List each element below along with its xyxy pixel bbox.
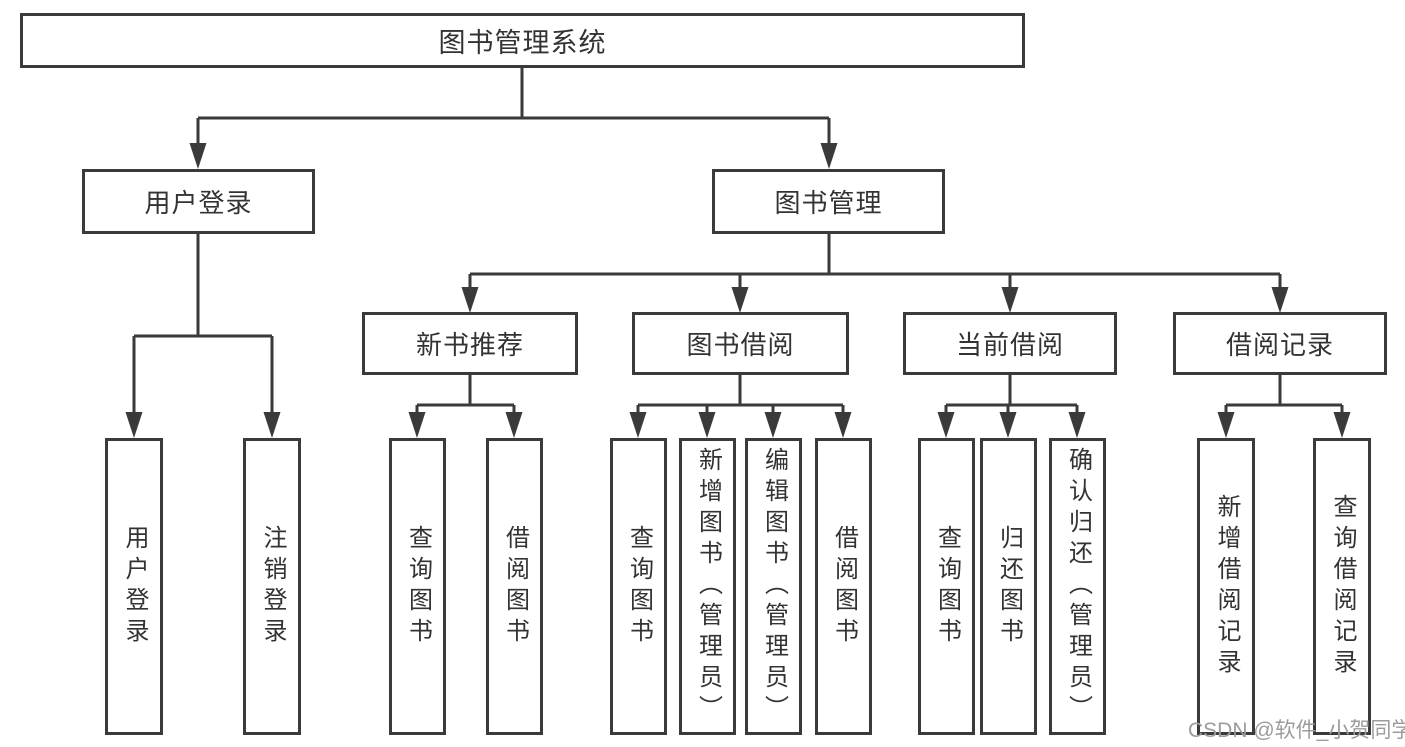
node-current-borrowing: 当前借阅: [903, 312, 1117, 375]
node-borrow-books: 借阅图书: [815, 438, 872, 735]
leaf-label: 注销登录: [259, 524, 286, 649]
leaf-label: 确认归还（管理员）: [1064, 447, 1092, 726]
leaf-label: 查询借阅记录: [1329, 493, 1356, 680]
leaf-label: 新增图书（管理员）: [694, 447, 722, 726]
node-query-books-recommend: 查询图书: [389, 438, 446, 735]
node-book-borrowing: 图书借阅: [632, 312, 849, 375]
node-query-books-current: 查询图书: [918, 438, 975, 735]
leaf-label: 新增借阅记录: [1213, 493, 1240, 680]
leaf-label: 查询图书: [933, 524, 961, 649]
node-book-management-system: 图书管理系统: [20, 13, 1025, 68]
leaf-label: 归还图书: [995, 524, 1023, 649]
node-add-borrow-record: 新增借阅记录: [1197, 438, 1255, 735]
node-confirm-return-admin: 确认归还（管理员）: [1049, 438, 1106, 735]
node-user-login-leaf: 用户登录: [105, 438, 163, 735]
csdn-watermark: CSDN @软件_小贺同学: [1188, 719, 1405, 742]
leaf-label: 查询图书: [625, 524, 653, 649]
node-logout: 注销登录: [243, 438, 301, 735]
node-return-books: 归还图书: [980, 438, 1037, 735]
leaf-label: 编辑图书（管理员）: [760, 447, 788, 726]
node-borrowing-records: 借阅记录: [1173, 312, 1387, 375]
node-borrow-books-recommend: 借阅图书: [486, 438, 543, 735]
node-edit-books-admin: 编辑图书（管理员）: [745, 438, 802, 735]
node-user-login: 用户登录: [82, 169, 315, 234]
leaf-label: 用户登录: [121, 524, 148, 649]
node-book-management: 图书管理: [712, 169, 945, 234]
leaf-label: 借阅图书: [501, 524, 529, 649]
leaf-label: 查询图书: [404, 524, 432, 649]
node-query-borrow-record: 查询借阅记录: [1313, 438, 1371, 735]
node-add-books-admin: 新增图书（管理员）: [679, 438, 736, 735]
node-new-book-recommendation: 新书推荐: [362, 312, 578, 375]
node-query-books-borrowing: 查询图书: [610, 438, 667, 735]
leaf-label: 借阅图书: [830, 524, 858, 649]
